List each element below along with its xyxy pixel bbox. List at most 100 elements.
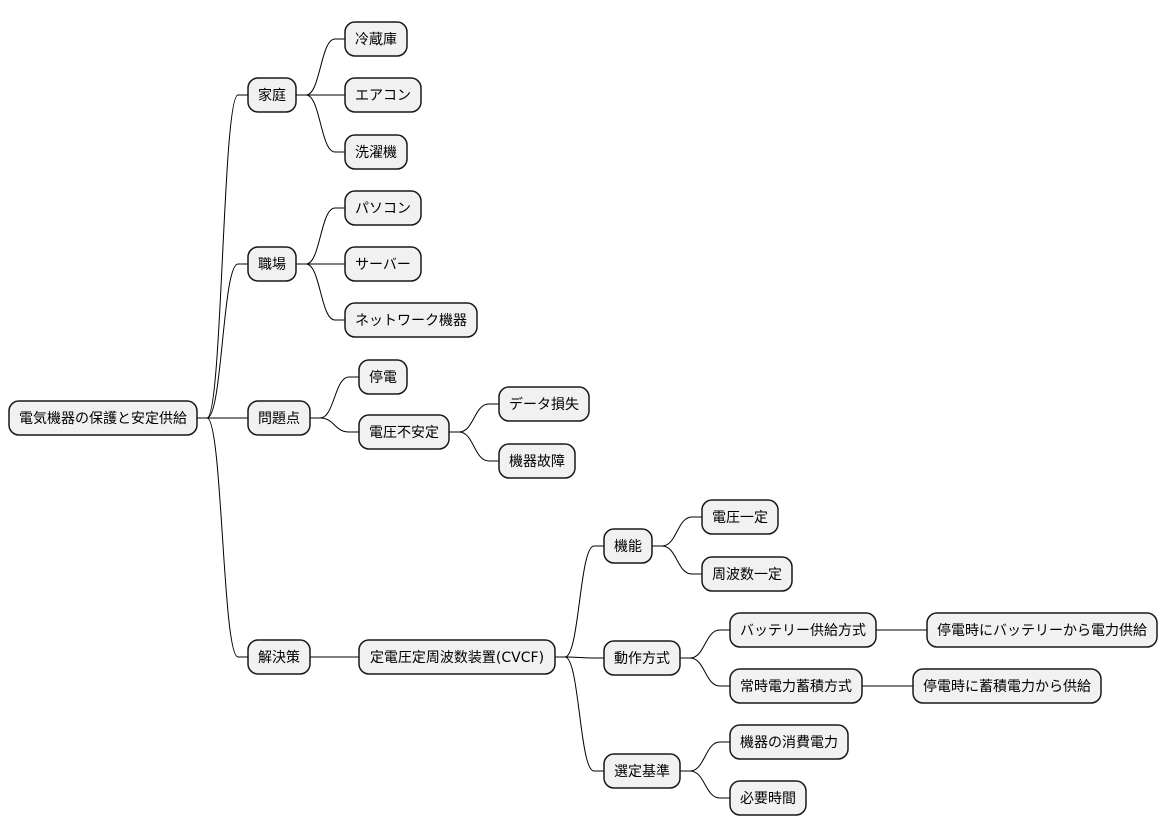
node-power-consumption-label: 機器の消費電力 (740, 735, 838, 751)
node-cvcf: 定電圧定周波数装置(CVCF) (358, 639, 556, 675)
node-power-outage: 停電 (358, 359, 408, 395)
node-storage-mode-label: 常時電力蓄積方式 (740, 679, 852, 695)
edge-root-office (197, 263, 248, 419)
node-network-equipment-label: ネットワーク機器 (355, 313, 467, 329)
node-operation-label: 動作方式 (614, 651, 670, 667)
node-criteria-box (603, 753, 681, 789)
node-storage-mode-detail-box (912, 668, 1102, 704)
node-battery-supply-label: バッテリー供給方式 (740, 623, 866, 639)
edge-home-h2 (296, 94, 345, 153)
node-constant-frequency-box (701, 556, 793, 592)
node-storage-mode: 常時電力蓄積方式 (729, 668, 863, 704)
edge-func-f0 (652, 516, 702, 547)
node-solution-box (247, 639, 311, 675)
node-constant-frequency-label: 周波数一定 (712, 567, 782, 583)
node-battery-supply-detail: 停電時にバッテリーから電力供給 (926, 612, 1158, 648)
edge-cvcf-func (555, 545, 604, 658)
node-constant-voltage-label: 電圧一定 (712, 510, 768, 526)
node-power-outage-box (358, 359, 408, 395)
node-functions-box (603, 528, 653, 564)
node-required-time-box (729, 780, 807, 816)
node-washing-machine-label: 洗濯機 (355, 145, 397, 161)
edge-home-h0 (296, 38, 345, 96)
node-solution: 解決策 (247, 639, 311, 675)
node-power-consumption-box (729, 724, 849, 760)
node-home-box (247, 77, 297, 113)
node-pc: パソコン (344, 190, 422, 226)
edge-p1-p11 (449, 431, 499, 462)
edge-func-f1 (652, 545, 702, 575)
node-server-box (344, 246, 422, 282)
node-refrigerator-box (344, 21, 408, 57)
node-root-label: 電気機器の保護と安定供給 (19, 411, 187, 427)
node-voltage-instability-box (358, 414, 450, 450)
edge-office-o2 (296, 263, 345, 321)
node-battery-supply: バッテリー供給方式 (729, 612, 877, 648)
node-washing-machine: 洗濯機 (344, 134, 408, 170)
node-server-label: サーバー (355, 257, 411, 273)
node-constant-voltage-box (701, 499, 779, 535)
node-problems-label: 問題点 (258, 411, 300, 427)
node-problems-box (247, 400, 311, 436)
node-battery-supply-detail-box (926, 612, 1158, 648)
node-cvcf-box (358, 639, 556, 675)
node-washing-machine-box (344, 134, 408, 170)
edge-cvcf-crit (555, 656, 604, 772)
edge-root-home (197, 94, 248, 419)
node-air-conditioner: エアコン (344, 77, 422, 113)
node-air-conditioner-box (344, 77, 422, 113)
node-battery-supply-box (729, 612, 877, 648)
node-server: サーバー (344, 246, 422, 282)
node-operation-box (603, 640, 681, 676)
node-pc-box (344, 190, 422, 226)
node-refrigerator: 冷蔵庫 (344, 21, 408, 57)
node-functions: 機能 (603, 528, 653, 564)
node-pc-label: パソコン (355, 201, 411, 217)
node-air-conditioner-label: エアコン (355, 88, 411, 104)
node-network-equipment-box (344, 302, 478, 338)
node-constant-voltage: 電圧一定 (701, 499, 779, 535)
node-data-loss: データ損失 (498, 386, 590, 422)
node-office-box (247, 246, 297, 282)
edge-root-sol (197, 417, 248, 658)
edge-crit-c0 (680, 741, 730, 772)
node-criteria-label: 選定基準 (614, 763, 670, 780)
node-equipment-failure-box (498, 443, 576, 479)
node-voltage-instability: 電圧不安定 (358, 414, 450, 450)
node-battery-supply-detail-label: 停電時にバッテリーから電力供給 (937, 622, 1147, 639)
edge-p1-p10 (449, 403, 499, 433)
node-required-time-label: 必要時間 (740, 791, 796, 807)
node-storage-mode-detail-label: 停電時に蓄積電力から供給 (923, 678, 1091, 695)
node-power-outage-label: 停電 (369, 369, 397, 386)
mindmap-edges (197, 38, 927, 799)
node-problems: 問題点 (247, 400, 311, 436)
edge-prob-p1 (310, 417, 359, 433)
node-root-box (8, 400, 198, 436)
node-storage-mode-box (729, 668, 863, 704)
node-constant-frequency: 周波数一定 (701, 556, 793, 592)
edge-prob-p0 (310, 376, 359, 419)
node-data-loss-label: データ損失 (509, 396, 579, 413)
node-office-label: 職場 (258, 257, 286, 273)
node-voltage-instability-label: 電圧不安定 (369, 425, 439, 441)
node-operation: 動作方式 (603, 640, 681, 676)
node-root: 電気機器の保護と安定供給 (8, 400, 198, 436)
node-cvcf-label: 定電圧定周波数装置(CVCF) (370, 650, 544, 666)
node-functions-label: 機能 (614, 539, 642, 555)
node-required-time: 必要時間 (729, 780, 807, 816)
node-office: 職場 (247, 246, 297, 282)
node-network-equipment: ネットワーク機器 (344, 302, 478, 338)
node-storage-mode-detail: 停電時に蓄積電力から供給 (912, 668, 1102, 704)
edge-op-op0 (680, 629, 730, 659)
edge-office-o0 (296, 207, 345, 265)
node-equipment-failure-label: 機器故障 (509, 454, 565, 470)
edge-op-op1 (680, 657, 730, 687)
edge-crit-c1 (680, 770, 730, 799)
node-power-consumption: 機器の消費電力 (729, 724, 849, 760)
node-refrigerator-label: 冷蔵庫 (355, 31, 397, 48)
node-criteria: 選定基準 (603, 753, 681, 789)
node-home: 家庭 (247, 77, 297, 113)
node-solution-label: 解決策 (258, 649, 300, 666)
